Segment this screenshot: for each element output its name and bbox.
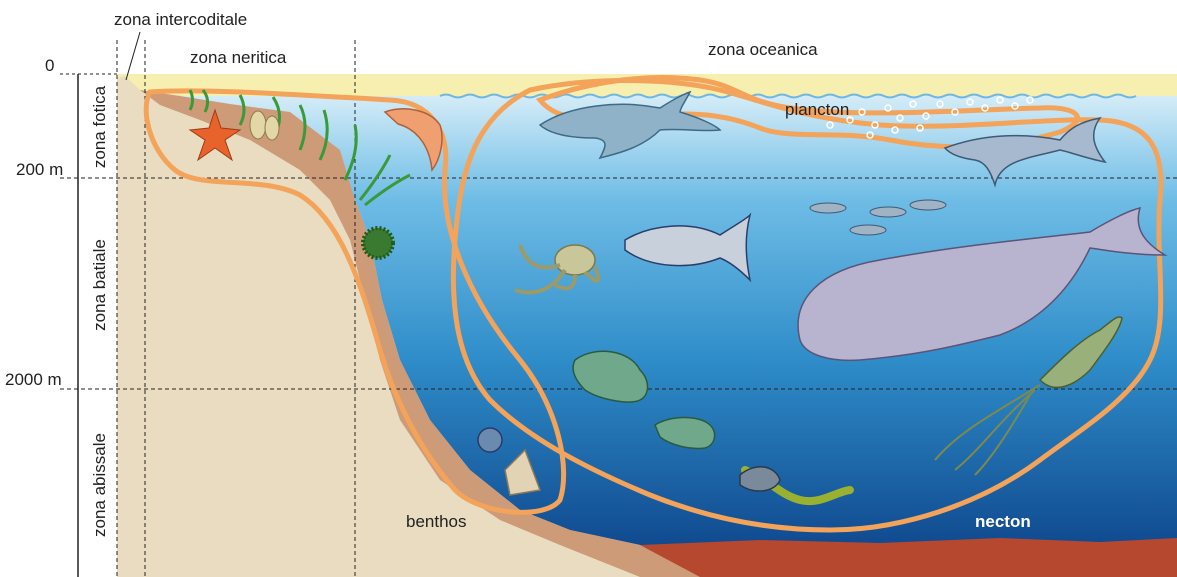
intercoditale-pointer xyxy=(126,32,140,80)
depth-label-0: 0 xyxy=(45,56,54,76)
label-zona-oceanica: zona oceanica xyxy=(708,40,818,60)
abyssal-seabed xyxy=(640,538,1177,577)
label-zona-neritica: zona neritica xyxy=(190,48,286,68)
label-benthos: benthos xyxy=(406,512,467,532)
anglerfish-icon xyxy=(740,467,780,491)
label-zona-abissale: zona abissale xyxy=(90,425,110,545)
label-necton: necton xyxy=(975,512,1031,532)
label-zona-intercoditale: zona intercoditale xyxy=(114,10,247,30)
sea-anemone-icon xyxy=(363,228,393,258)
label-zona-fotica: zona fotica xyxy=(90,77,110,177)
depth-label-2000: 2000 m xyxy=(5,370,62,390)
label-plancton: plancton xyxy=(785,100,849,120)
label-zona-batiale: zona batiale xyxy=(90,230,110,340)
crab-icon xyxy=(478,428,502,452)
depth-label-200: 200 m xyxy=(16,160,63,180)
